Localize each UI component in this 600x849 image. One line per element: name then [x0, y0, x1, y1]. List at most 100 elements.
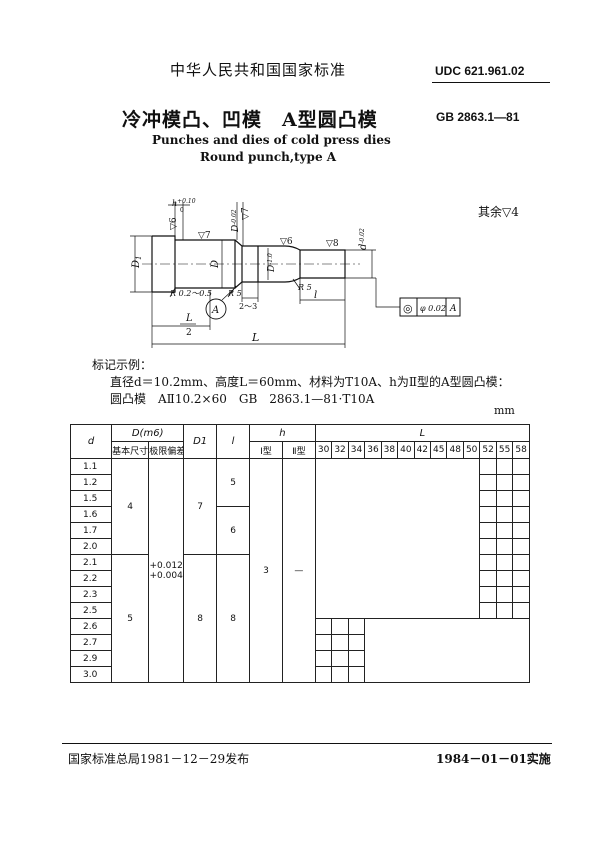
issuing-authority: 中华人民共和国国家标准 — [170, 61, 347, 79]
th-h-type1: Ⅰ型 — [249, 441, 283, 459]
cell-d: 2.6 — [69, 618, 113, 635]
label-two-three: 2～3 — [239, 302, 257, 311]
cell-d: 1.5 — [69, 490, 113, 507]
L-grid-cell — [495, 522, 514, 539]
th-L-value: 52 — [479, 441, 497, 459]
cell-d: 1.1 — [69, 458, 113, 475]
L-grid-cell — [314, 618, 333, 635]
th-d-base: 基本尺寸 — [111, 441, 150, 459]
roughness-6-head: ▽6 — [169, 217, 179, 230]
label-d1: D1 — [131, 256, 143, 270]
cell-d: 2.5 — [69, 602, 113, 619]
L-grid-cell — [495, 458, 514, 475]
tol-symbol: ◎ — [403, 302, 413, 315]
th-L-value: 55 — [495, 441, 514, 459]
L-grid-cell — [314, 650, 333, 667]
label-l-half-den: 2 — [186, 328, 192, 338]
th-L-value: 34 — [347, 441, 366, 459]
label-d: D — [210, 260, 221, 269]
label-collar-d: D-0.02 — [231, 209, 241, 233]
cell-l: 5 — [216, 458, 251, 507]
tolerance-frame — [399, 297, 461, 317]
L-grid-cell — [479, 554, 497, 571]
L-grid-cell — [512, 586, 530, 603]
th-L-value: 40 — [397, 441, 415, 459]
cell-d: 3.0 — [69, 666, 113, 683]
L-grid-cell — [512, 554, 530, 571]
L-grid-cell — [479, 522, 497, 539]
L-grid-cell — [314, 666, 333, 683]
th-L-value: 30 — [314, 441, 333, 459]
L-grid-cell — [495, 554, 514, 571]
cell-d-base: 4 — [111, 458, 150, 555]
label-overall-l: L — [251, 331, 259, 344]
th-L: L — [314, 424, 531, 442]
th-d-m6: D(m6) — [111, 424, 185, 442]
L-grid-cell — [512, 458, 530, 475]
cell-d: 2.7 — [69, 634, 113, 651]
label-detail-a: A — [211, 305, 219, 316]
udc-rule — [432, 82, 550, 83]
standard-number: GB 2863.1—81 — [436, 110, 520, 124]
L-grid-cell — [479, 458, 497, 475]
th-L-value: 42 — [413, 441, 432, 459]
L-grid-cell — [512, 570, 530, 587]
th-h: h — [249, 424, 316, 442]
roughness-6-neck: ▽6 — [280, 237, 293, 247]
L-grid-cell — [479, 586, 497, 603]
L-grid-cell — [331, 618, 349, 635]
L-grid-cell — [479, 506, 497, 523]
L-grid-cell — [479, 490, 497, 507]
L-grid-cell — [479, 570, 497, 587]
L-grid-cell — [331, 650, 349, 667]
marking-example-code: 圆凸模 AⅡ10.2×60 GB 2863.1—81·T10A — [110, 392, 375, 406]
cell-l: 6 — [216, 506, 251, 555]
udc-code: UDC 621.961.02 — [435, 64, 525, 78]
L-grid-cell — [347, 666, 366, 683]
publish-date: 国家标准总局1981－12－29发布 — [68, 752, 250, 766]
dimension-table: d D(m6) D1 l h L 基本尺寸 极限偏差 Ⅰ型 Ⅱ型 30 32 3… — [69, 424, 531, 683]
th-L-value: 45 — [430, 441, 448, 459]
L-grid-cell — [495, 474, 514, 491]
document-title-en-2: Round punch,type A — [200, 150, 337, 164]
roughness-7-shank: ▽7 — [198, 231, 211, 241]
label-r02: R 0.2～0.5 — [169, 289, 212, 298]
th-L-value: 50 — [462, 441, 481, 459]
label-tip-d: d-0.02 — [358, 228, 369, 250]
label-r5-shank: R 5 — [227, 289, 242, 298]
cell-d-base: 5 — [111, 554, 150, 683]
L-grid-cell — [512, 602, 530, 619]
cell-d: 1.6 — [69, 506, 113, 523]
L-grid-cell — [512, 506, 530, 523]
L-grid-cell — [512, 522, 530, 539]
cell-d-dev: +0.012 +0.004 — [148, 458, 185, 683]
th-L-value: 58 — [512, 441, 530, 459]
L-grid-cell — [495, 602, 514, 619]
th-L-value: 32 — [331, 441, 349, 459]
L-grid-cell — [331, 634, 349, 651]
label-d-small: D-1.0 — [267, 253, 277, 273]
L-grid-cell — [495, 570, 514, 587]
roughness-7-collar: ▽7 — [241, 207, 251, 220]
cell-d: 2.1 — [69, 554, 113, 571]
L-grid-cell — [479, 474, 497, 491]
label-l: l — [314, 290, 317, 301]
cell-d: 2.9 — [69, 650, 113, 667]
detail-leader — [221, 286, 237, 301]
rest-roughness-note: 其余▽4 — [478, 205, 519, 219]
th-d: d — [69, 424, 113, 459]
marking-example-desc: 直径d＝10.2mm、高度L＝60mm、材料为T10A、h为Ⅱ型的A型圆凸模： — [110, 375, 510, 389]
L-grid-cell — [495, 490, 514, 507]
th-d-dev: 极限偏差 — [148, 441, 185, 459]
unit-label: mm — [494, 404, 515, 417]
L-grid-cell — [347, 634, 366, 651]
L-grid-cell — [495, 538, 514, 555]
L-grid-cell — [495, 506, 514, 523]
L-blank-region-lower — [364, 618, 530, 683]
punch-drawing: D1 D D-1.0 d-0.02 D-0.02 h+0.10 0 ▽6 ▽7 … — [130, 198, 461, 348]
L-grid-cell — [347, 618, 366, 635]
label-h-tol2: 0 — [180, 207, 184, 214]
label-r5-neck: R 5 — [297, 283, 312, 292]
tol-datum: A — [449, 304, 457, 314]
label-l-half-num: L — [185, 313, 193, 324]
